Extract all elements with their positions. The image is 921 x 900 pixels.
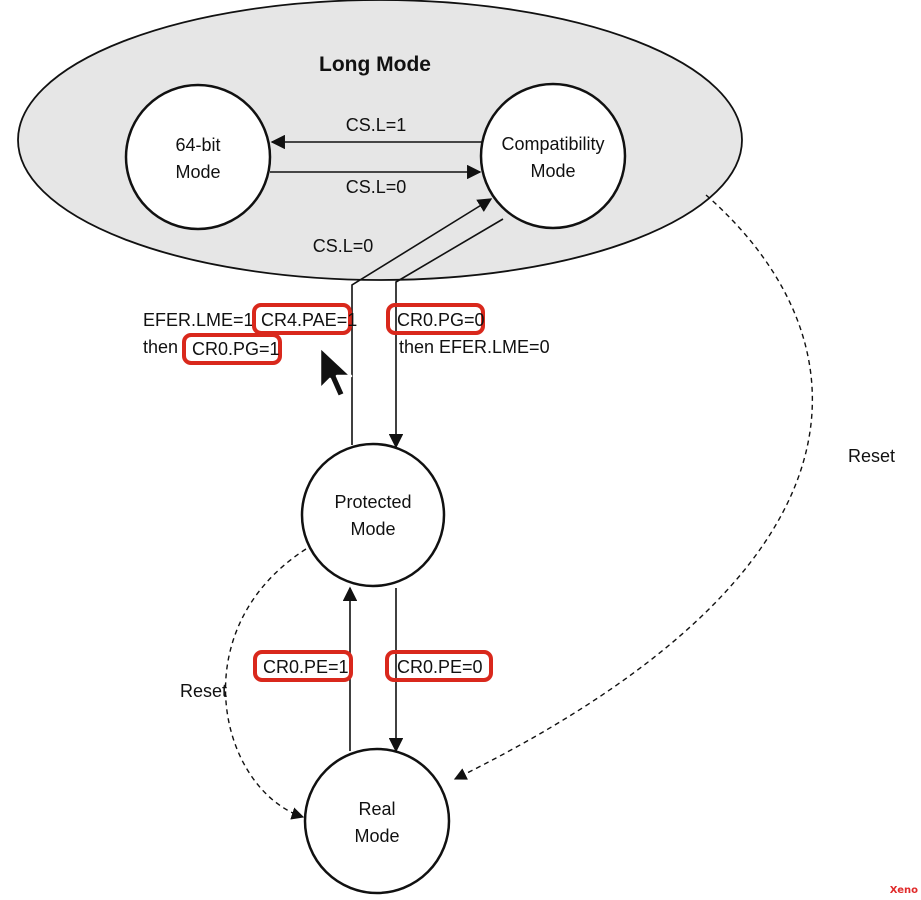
exit-long-efer: then EFER.LME=0 (399, 337, 550, 357)
edge-to-real-label: CR0.PE=0 (397, 657, 483, 677)
edge-reset-long-to-real (453, 194, 813, 780)
node-real-label-line1: Real (358, 799, 395, 819)
node-64bit-mode: 64-bit Mode (124, 83, 272, 231)
node-64bit-label-line2: Mode (175, 162, 220, 182)
enter-long-then: then (143, 337, 178, 357)
edge-compat-to-64bit-label: CS.L=1 (346, 115, 407, 135)
mouse-cursor-icon (318, 345, 353, 399)
node-compatibility-mode: Compatibility Mode (479, 82, 627, 230)
long-mode-region (17, 0, 743, 281)
reset-right-label: Reset (848, 446, 895, 466)
long-mode-title: Long Mode (319, 53, 431, 76)
enter-long-cr4-pae: CR4.PAE=1 (261, 310, 357, 330)
edge-long-to-protected (388, 218, 504, 449)
watermark-logo: Xeno (889, 885, 918, 896)
highlight-cr4-pae (252, 303, 352, 335)
enter-long-cr0-pg: CR0.PG=1 (192, 339, 280, 359)
node-64bit-label-line1: 64-bit (175, 135, 220, 155)
edge-64bit-to-compat-label: CS.L=0 (346, 177, 407, 197)
exit-long-cr0-pg: CR0.PG=0 (397, 310, 485, 330)
node-real-label-line2: Mode (354, 826, 399, 846)
edge-protected-to-long-cs-label: CS.L=0 (313, 236, 374, 256)
edge-reset-protected-to-real (224, 548, 307, 820)
node-compat-label-line1: Compatibility (501, 134, 604, 154)
node-protected-mode: Protected Mode (300, 442, 446, 588)
reset-left-label: Reset (180, 681, 227, 701)
node-protected-label-line1: Protected (334, 492, 411, 512)
node-compat-label-line2: Mode (530, 161, 575, 181)
highlight-cr0-pe-1 (253, 650, 353, 682)
highlight-cr0-pg-0 (386, 303, 485, 335)
node-protected-label-line2: Mode (350, 519, 395, 539)
node-real-mode: Real Mode (303, 747, 451, 895)
edge-protected-to-long (351, 198, 493, 445)
edge-to-protected-label: CR0.PE=1 (263, 657, 349, 677)
highlight-cr0-pg-1 (182, 333, 282, 365)
enter-long-prefix: EFER.LME=1 (143, 310, 254, 330)
highlight-cr0-pe-0 (385, 650, 493, 682)
